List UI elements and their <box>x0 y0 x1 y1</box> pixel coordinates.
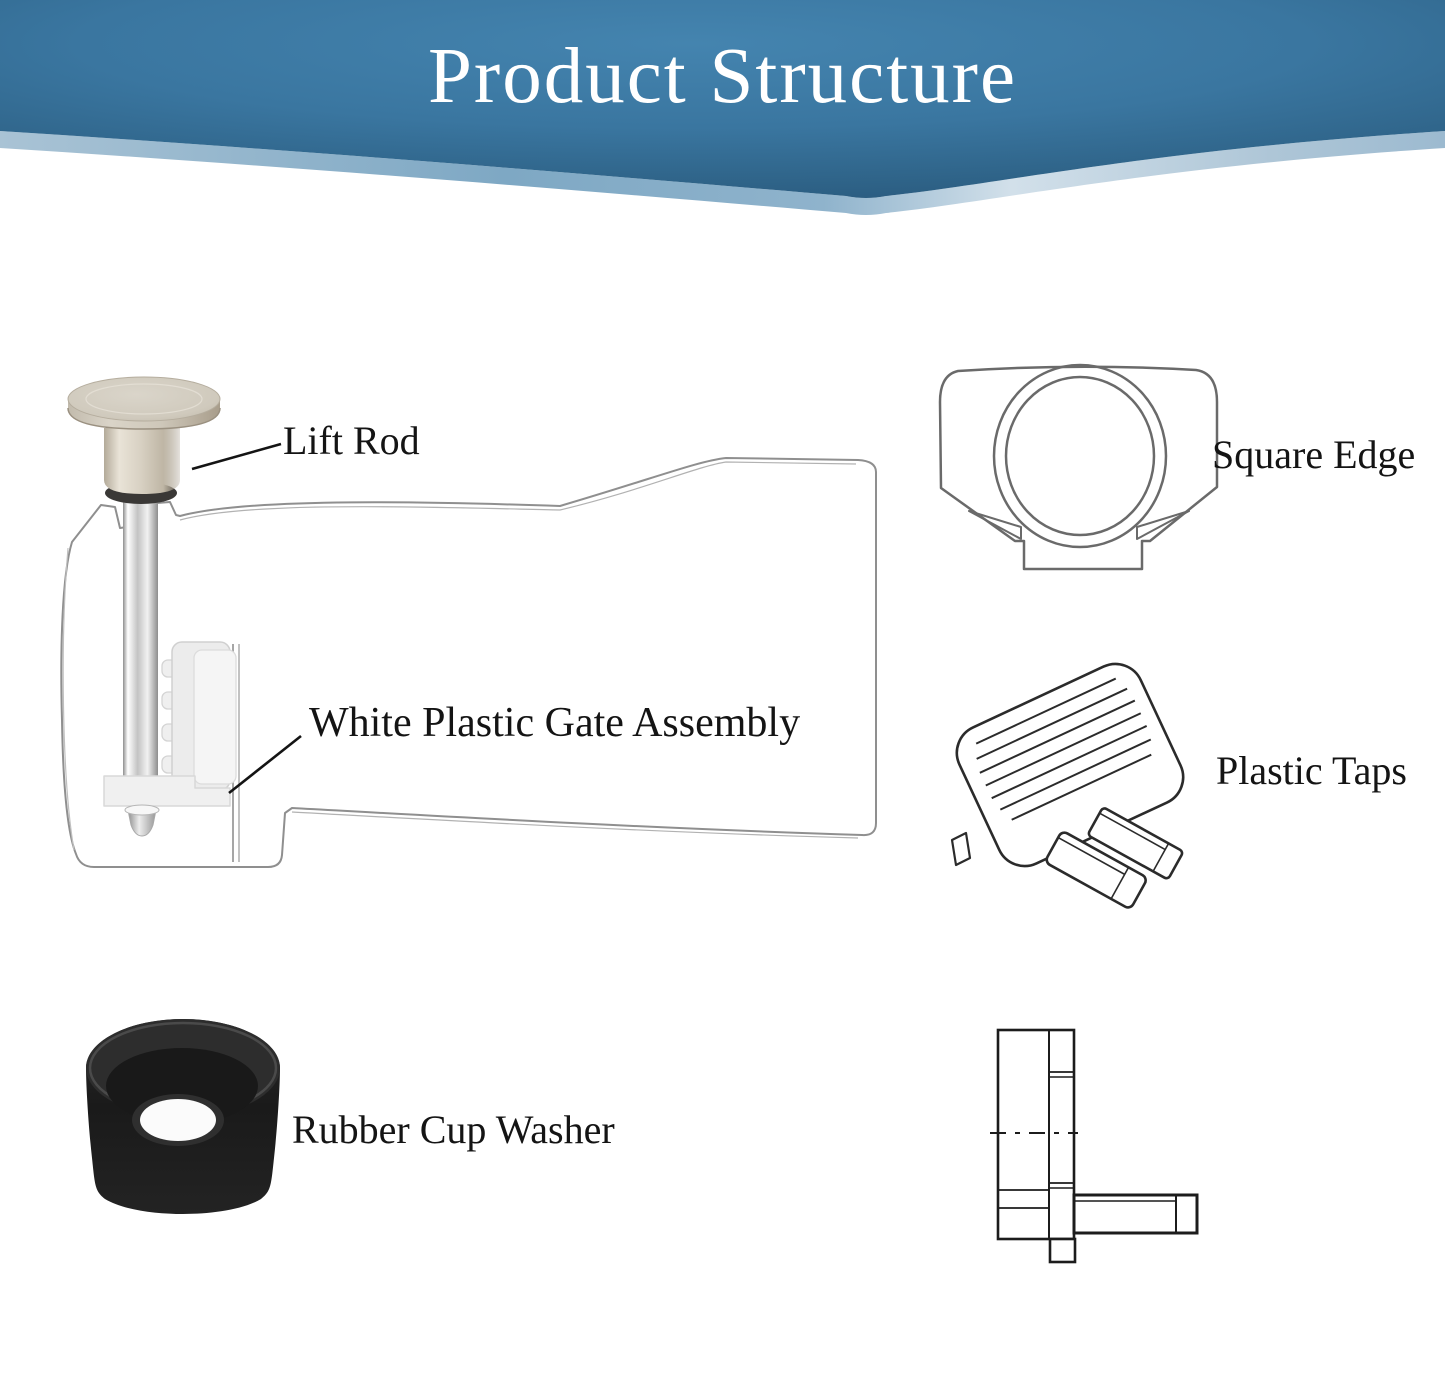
page-title: Product Structure <box>427 33 1018 120</box>
gate-side-view-drawing <box>990 1028 1199 1264</box>
gate-assembly-illustration <box>103 641 237 837</box>
header-main-shape <box>0 0 1445 198</box>
gate-assembly-label: White Plastic Gate Assembly <box>309 700 801 746</box>
rubber-cup-washer-illustration <box>86 1019 280 1214</box>
plastic-taps-label: Plastic Taps <box>1216 748 1407 793</box>
lift-rod-label: Lift Rod <box>283 418 420 463</box>
rubber-cup-washer-label: Rubber Cup Washer <box>292 1107 615 1152</box>
header-banner <box>0 0 1445 215</box>
header-bevel-edge <box>0 131 1445 215</box>
square-edge-label: Square Edge <box>1212 432 1416 477</box>
plastic-taps-drawing <box>950 662 1185 909</box>
lift-rod-illustration <box>67 376 221 780</box>
square-edge-drawing <box>938 363 1219 571</box>
lift-rod-leader-line <box>191 442 282 471</box>
gate-assembly-leader-line <box>228 734 302 795</box>
